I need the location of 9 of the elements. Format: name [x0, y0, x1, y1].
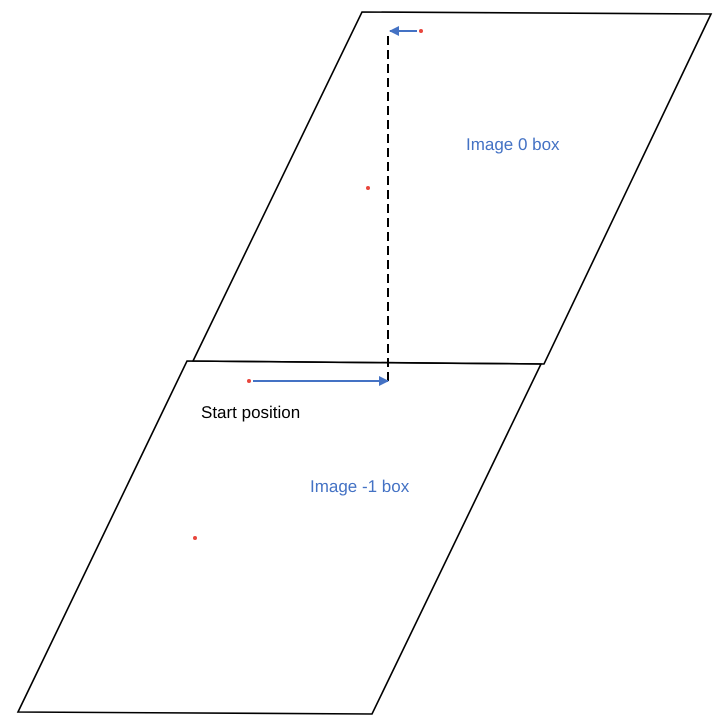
point-marker — [247, 379, 251, 383]
arrow — [389, 26, 417, 36]
arrow — [253, 376, 389, 386]
box-label: Image -1 box — [310, 477, 410, 497]
caption-text: Start position — [201, 403, 300, 423]
parallelogram-box — [193, 12, 711, 364]
box-label: Image 0 box — [466, 135, 560, 155]
parallelogram-box — [18, 361, 541, 714]
point-marker — [419, 29, 423, 33]
